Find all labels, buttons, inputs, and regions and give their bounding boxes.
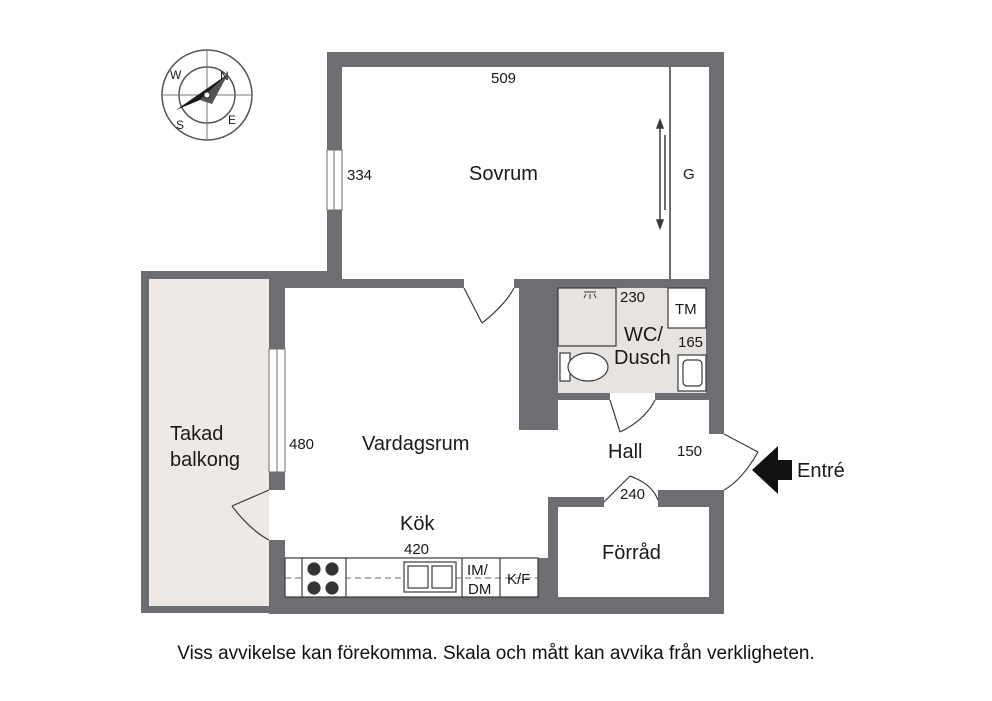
room-label-balkong-2: balkong [170,449,240,471]
door-balcony [231,489,270,541]
entrance-label: Entré [797,460,845,482]
door-forrad [603,475,659,503]
dim-hall-width: 150 [677,443,702,460]
compass-e-label: E [228,113,236,127]
room-label-wc-1: WC/ [624,324,663,346]
room-label-balkong-1: Takad [170,423,223,445]
fixture-label-tm: TM [675,301,697,318]
walls [269,52,724,614]
fixture-label-dm: DM [468,581,491,598]
dim-wc-width: 230 [620,289,645,306]
compass-n-label: N [220,69,229,83]
window-sovrum [326,149,343,211]
room-label-hall: Hall [608,441,642,463]
dim-hall-depth: 240 [620,486,645,503]
dim-wc-depth: 165 [678,334,703,351]
room-label-forrad: Förråd [602,542,661,564]
compass-w-label: W [170,68,182,82]
dim-kok-width: 420 [404,541,429,558]
dim-sovrum-depth: 334 [347,167,372,184]
balcony-area [147,277,269,609]
kitchen-counter [284,557,539,598]
window-vardagsrum [268,348,286,473]
dim-sovrum-width: 509 [491,70,516,87]
entrance-arrow-icon [752,446,792,494]
dim-vardagsrum-depth: 480 [289,436,314,453]
room-label-vardagsrum: Vardagsrum [362,433,469,455]
door-sovrum [463,287,515,324]
bathroom-fixtures [557,287,707,392]
disclaimer-text: Viss avvikelse kan förekomma. Skala och … [177,643,815,664]
room-label-wc-2: Dusch [614,347,671,369]
compass-icon: N E S W [161,49,253,141]
fixture-label-im: IM/ [467,562,489,579]
fixture-label-kf: K/F [507,571,530,588]
compass-s-label: S [176,118,184,132]
room-label-kok: Kök [400,513,435,535]
wardrobe [655,67,671,279]
shower-head-icon [583,291,597,299]
room-label-sovrum: Sovrum [469,163,538,185]
fixture-label-wardrobe: G [683,166,695,183]
door-wc [609,399,656,433]
door-entrance [723,433,759,491]
